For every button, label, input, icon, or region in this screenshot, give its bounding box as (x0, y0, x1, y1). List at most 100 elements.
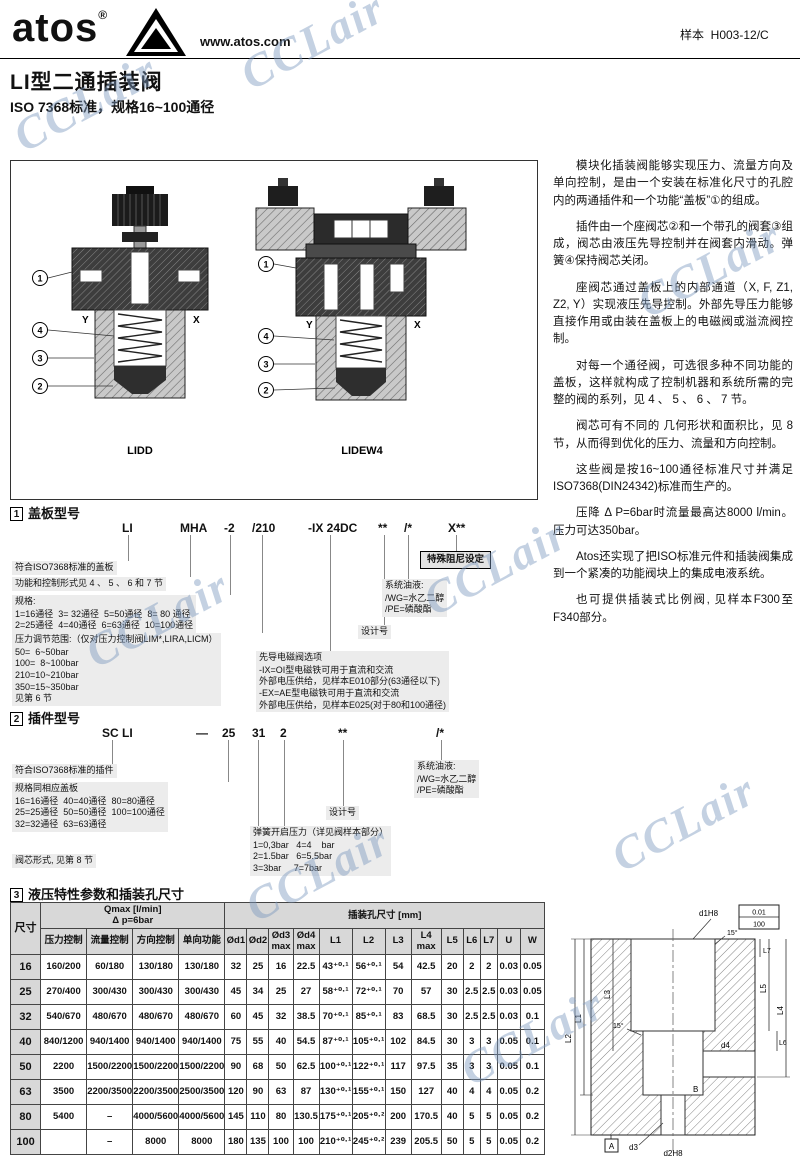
table-cell: 5 (479, 1128, 498, 1155)
table-cell: 0.03 (496, 1003, 521, 1030)
table-cell: 239 (384, 1128, 412, 1155)
cover-size-label: 规格: 1=16通径 3= 32通径 5=50通径 8= 80 通径 2=25通… (12, 595, 197, 634)
table-cell: 20 (440, 953, 464, 980)
table-cell: 32 (224, 953, 248, 980)
pilot-solenoid-options-label: 先导电磁阀选项 -IX=OI型电磁铁可用于直流和交流 外部电压供给，见样本E01… (256, 651, 450, 713)
table-cell: 45 (246, 1003, 270, 1030)
table-cell: 5 (462, 1103, 481, 1130)
cover-standard-label: 符合ISO7368标准的盖板 (12, 561, 117, 575)
table-cell: 43⁺⁰·¹ (318, 953, 353, 980)
table-cell: 16 (268, 953, 294, 980)
row-size: 25 (9, 978, 42, 1005)
table-cell: 87⁺⁰·¹ (318, 1028, 353, 1055)
table-cell: 270/400 (40, 978, 88, 1005)
intro-paragraph: 阀芯可有不同的 几何形状和面积比，见 8 节，从而得到优化的压力、流量和方向控制… (553, 420, 793, 450)
table-cell: 210⁺⁰·¹ (318, 1128, 353, 1155)
dim-d2: d2H8 (663, 1149, 683, 1158)
table-cell: 90 (224, 1053, 248, 1080)
intro-paragraph: 压降 Δ P=6bar时流量最高达8000 l/min。压力可达350bar。 (553, 507, 793, 537)
lidd-caption: LIDD (127, 445, 153, 457)
code-seg: -2 (224, 521, 235, 535)
table-cell: 68.5 (410, 1003, 442, 1030)
dim-l4: L4 (776, 1006, 785, 1015)
table-cell: 170.5 (410, 1103, 442, 1130)
table-cell: 2200 (40, 1053, 88, 1080)
row-size: 32 (9, 1003, 42, 1030)
table-cell: 200 (384, 1103, 412, 1130)
table-cell: 40 (440, 1103, 464, 1130)
code-seg: SC LI (102, 726, 133, 740)
table-cell: 3 (479, 1028, 498, 1055)
table-cell: 100 (268, 1128, 294, 1155)
port-x-label: X (193, 315, 200, 326)
col-header: 单向功能 (178, 927, 226, 955)
datum-b: B (693, 1085, 698, 1094)
col-header: L6 (462, 927, 481, 955)
table-cell: 25 (268, 978, 294, 1005)
table-cell: 130/180 (178, 953, 226, 980)
table-cell: 1500/2200 (178, 1053, 226, 1080)
code-seg: — (196, 726, 208, 740)
table-cell: – (86, 1103, 134, 1130)
callout-4: 4 (263, 332, 268, 342)
row-size: 63 (9, 1078, 42, 1105)
table-cell: 84.5 (410, 1028, 442, 1055)
table-cell: – (86, 1128, 134, 1155)
website-text: www.atos.com (200, 34, 291, 49)
table-cell: 50 (268, 1053, 294, 1080)
table-cell: 2500/3500 (178, 1078, 226, 1105)
table-cell: 32 (268, 1003, 294, 1030)
connector-line (190, 535, 191, 577)
dim-l7: L7 (763, 948, 771, 955)
table-cell: 300/430 (86, 978, 134, 1005)
connector-line (262, 535, 263, 633)
table-cell: 145 (224, 1103, 248, 1130)
table-cell: 30 (440, 1003, 464, 1030)
page-title: LI型二通插装阀 (10, 71, 163, 94)
table-cell: 0.1 (519, 1003, 546, 1030)
pressure-range-label: 压力调节范围:（仅对压力控制阀LIM*,LIRA,LICM） 50= 6~50b… (12, 633, 221, 707)
col-header: 流量控制 (86, 927, 134, 955)
table-cell: 54.5 (292, 1028, 320, 1055)
cartridge-size-label: 规格同相应盖板 16=16通径 40=40通径 80=80通径 25=25通径 … (12, 782, 168, 832)
table-cell (40, 1128, 88, 1155)
table-cell: 2.5 (462, 1003, 481, 1030)
table-cell: 120 (224, 1078, 248, 1105)
section2-number: 2 (10, 712, 23, 726)
section3-number: 3 (10, 888, 23, 902)
dim-l1: L1 (574, 1014, 583, 1023)
table-cell: 127 (410, 1078, 442, 1105)
connector-line (343, 740, 344, 806)
callout-3: 3 (37, 354, 42, 364)
table-cell: 0.2 (519, 1128, 546, 1155)
table-cell: 5 (462, 1128, 481, 1155)
table-cell: 117 (384, 1053, 412, 1080)
table-cell: 4000/5600 (178, 1103, 226, 1130)
callout-4: 4 (37, 326, 42, 336)
table-cell: 63 (268, 1078, 294, 1105)
intro-paragraph: 座阀芯通过盖板上的内部通道（X, F, Z1, Z2, Y）实现液压先导控制。外… (553, 281, 793, 346)
table-cell: 3 (479, 1053, 498, 1080)
code-seg: ** (378, 521, 388, 535)
table-cell: 97.5 (410, 1053, 442, 1080)
table-cell: 58⁺⁰·¹ (318, 978, 353, 1005)
table-cell: 100 (292, 1128, 320, 1155)
table-cell: 105⁺⁰·¹ (351, 1028, 386, 1055)
datum-a: A (609, 1142, 615, 1151)
connector-line (441, 740, 442, 760)
design-number-label: 设计号 (326, 806, 360, 820)
lidew4-valve-drawing: Y X 1 4 3 2 LIDEW4 (255, 178, 467, 457)
code-seg: /* (436, 726, 445, 740)
table-cell: 22.5 (292, 953, 320, 980)
dim-d3: d3 (629, 1143, 638, 1152)
table-cell: 3 (462, 1028, 481, 1055)
code-seg: /210 (252, 521, 276, 535)
table-cell: 0.2 (519, 1103, 546, 1130)
col-header: Ød1 (224, 927, 248, 955)
atos-triangle-icon (126, 8, 186, 56)
table-cell: 8000 (178, 1128, 226, 1155)
